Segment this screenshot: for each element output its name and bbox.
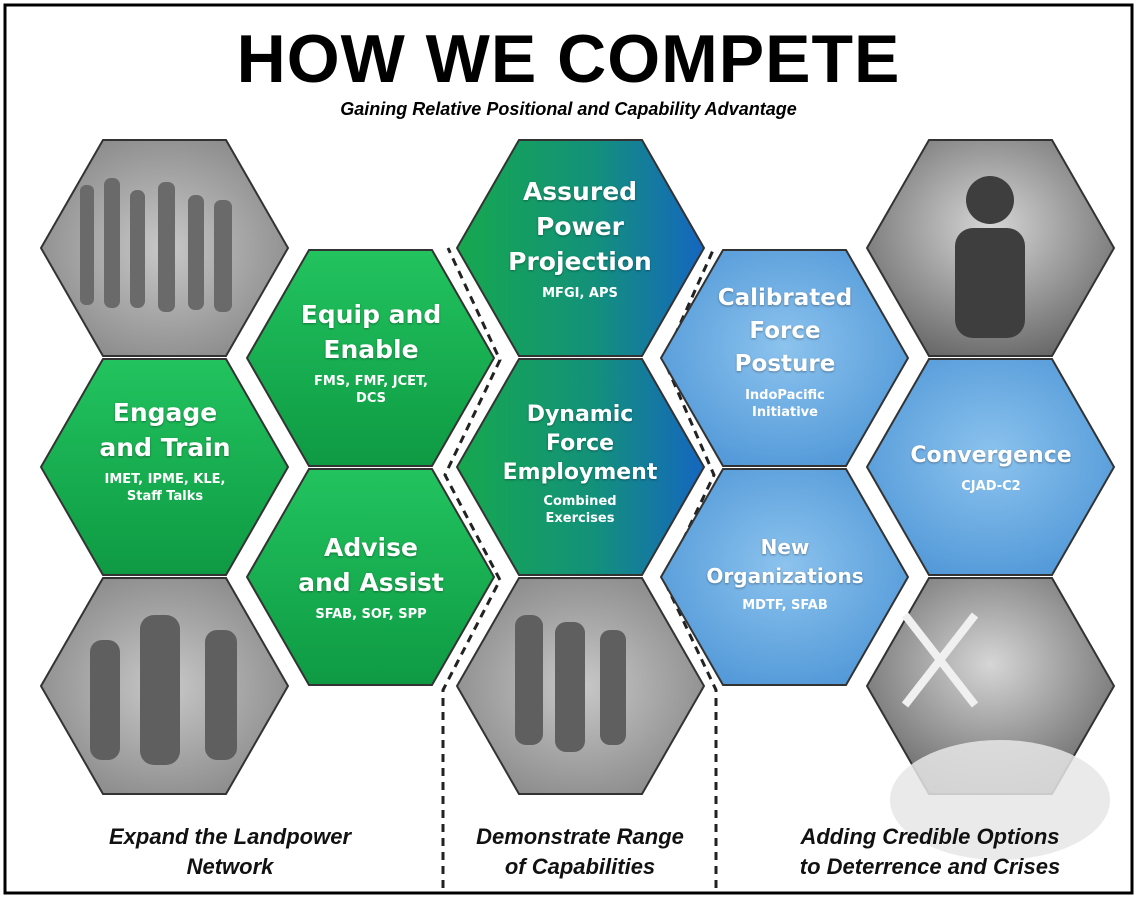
separator-left [441, 247, 502, 888]
hex-engage-and-train [39, 358, 290, 576]
page-title: HOW WE COMPETE [236, 21, 901, 97]
hex-new-organizations [659, 468, 910, 686]
photo-hex-satellite-earth [865, 577, 1116, 860]
hex-assured-power-projection [455, 139, 706, 357]
hex-equip-and-enable [245, 249, 496, 467]
photo-hex-soldier-gear [865, 139, 1116, 357]
hex-convergence [865, 358, 1116, 576]
hex-dynamic-force-employment [455, 358, 706, 576]
photo-hex-soldiers-talking [39, 577, 290, 795]
photo-hex-patrol [455, 577, 706, 795]
page-subtitle: Gaining Relative Positional and Capabili… [340, 99, 797, 119]
hex-calibrated-force-posture [659, 249, 910, 467]
photo-hex-soldiers-formation [39, 139, 290, 357]
hex-advise-and-assist [245, 468, 496, 686]
hex-label-convergence: Convergence CJAD-C2 [910, 443, 1072, 494]
